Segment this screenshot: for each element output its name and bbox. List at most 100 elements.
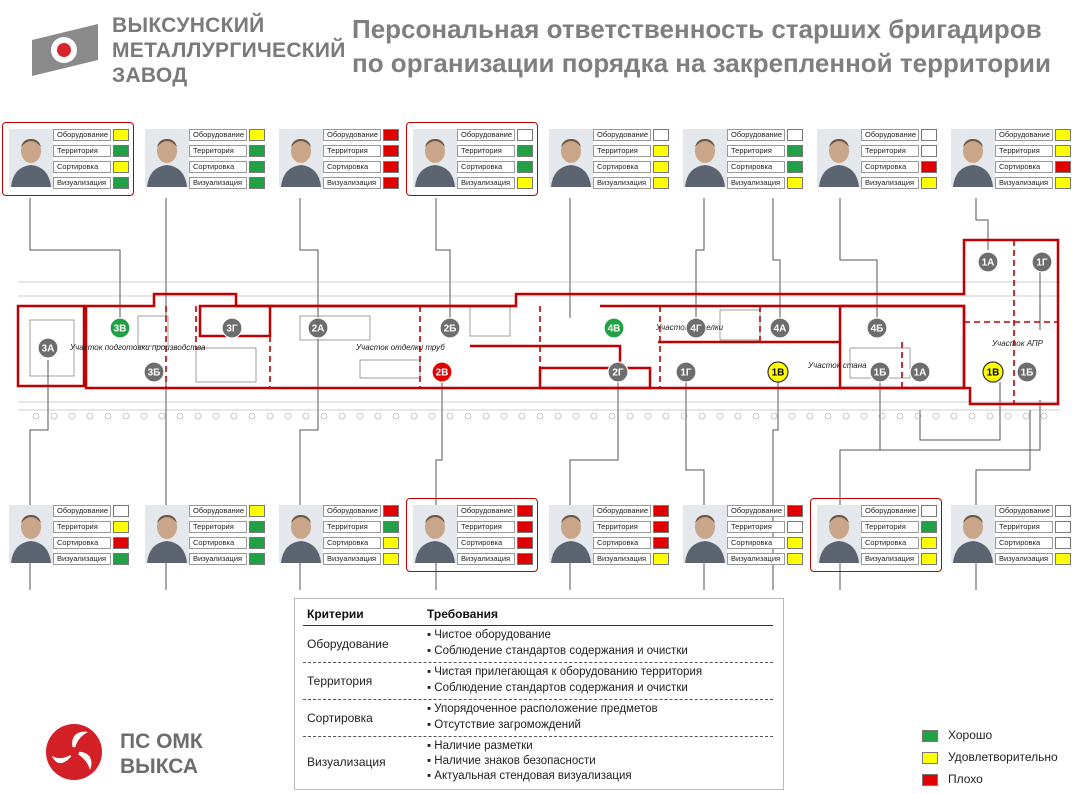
status-indicator <box>787 537 803 549</box>
foreman-photo <box>817 129 861 187</box>
criteria-table: Критерии Требования Оборудование ▪ Чисто… <box>294 598 784 790</box>
criterion-label: Визуализация <box>995 553 1053 565</box>
criterion-label: Визуализация <box>323 177 381 189</box>
table-row-sorting-req-1: ▪ Упорядоченное расположение предметов <box>427 703 658 715</box>
criterion-label: Оборудование <box>457 129 515 141</box>
criterion-label: Территория <box>861 521 919 533</box>
ps-omk-line-2: ВЫКСА <box>120 755 199 778</box>
criterion-label: Территория <box>727 145 785 157</box>
criterion-label: Сортировка <box>593 537 651 549</box>
status-indicator <box>383 145 399 157</box>
status-indicator <box>921 505 937 517</box>
criterion-label: Сортировка <box>323 161 381 173</box>
foreman-photo <box>145 129 189 187</box>
criterion-label: Территория <box>189 145 247 157</box>
criterion-label: Территория <box>995 145 1053 157</box>
table-header-rule <box>303 625 773 626</box>
zone-marker: 3В <box>109 317 131 339</box>
foreman-photo <box>145 505 189 563</box>
status-indicator <box>383 177 399 189</box>
person-photo-icon <box>951 505 995 563</box>
criterion-label: Территория <box>727 521 785 533</box>
status-indicator <box>113 161 129 173</box>
criterion-label: Визуализация <box>53 553 111 565</box>
zone-marker-label: 1Б <box>874 368 887 379</box>
status-indicator <box>517 161 533 173</box>
criterion-label: Сортировка <box>995 537 1053 549</box>
ps-omk-line-1: ПС ОМК <box>120 730 203 753</box>
status-indicator <box>653 505 669 517</box>
table-row-visualization-criterion: Визуализация <box>307 755 386 769</box>
criterion-label: Сортировка <box>727 161 785 173</box>
status-indicator <box>787 553 803 565</box>
foreman-photo <box>279 129 323 187</box>
criterion-label: Визуализация <box>727 553 785 565</box>
criterion-label: Визуализация <box>323 553 381 565</box>
foreman-photo <box>549 505 593 563</box>
criterion-label: Оборудование <box>189 505 247 517</box>
legend-label-bad: Плохо <box>948 772 983 786</box>
zone-marker-label: 2Б <box>444 324 457 335</box>
status-indicator <box>383 161 399 173</box>
zone-marker: 2Б <box>439 317 461 339</box>
person-photo-icon <box>817 505 861 563</box>
status-indicator <box>921 553 937 565</box>
criterion-label: Территория <box>861 145 919 157</box>
zone-marker-label: 1Б <box>1021 368 1034 379</box>
criterion-label: Сортировка <box>995 161 1053 173</box>
page-title: Персональная ответственность старших бри… <box>352 14 1051 78</box>
status-indicator <box>249 145 265 157</box>
criterion-label: Территория <box>53 521 111 533</box>
status-indicator <box>653 177 669 189</box>
person-photo-icon <box>549 505 593 563</box>
status-indicator <box>787 161 803 173</box>
zone-marker-label: 1В <box>772 368 785 379</box>
criterion-label: Оборудование <box>323 505 381 517</box>
grid-axis <box>18 281 1060 411</box>
company-name-line-3: ЗАВОД <box>112 64 188 87</box>
status-indicator <box>1055 177 1071 189</box>
legend-label-good: Хорошо <box>948 728 993 742</box>
criterion-label: Визуализация <box>995 177 1053 189</box>
criterion-label: Оборудование <box>593 129 651 141</box>
person-photo-icon <box>9 505 53 563</box>
status-indicator <box>383 521 399 533</box>
company-logo: ВЫКСУНСКИЙ МЕТАЛЛУРГИЧЕСКИЙ ЗАВОД <box>28 14 345 90</box>
zone-marker: 1Г <box>1031 251 1053 273</box>
criterion-label: Сортировка <box>323 537 381 549</box>
foreman-photo <box>9 505 53 563</box>
company-name-line-1: ВЫКСУНСКИЙ <box>112 14 265 37</box>
status-indicator <box>653 521 669 533</box>
status-indicator <box>787 129 803 141</box>
person-photo-icon <box>683 505 727 563</box>
status-indicator <box>1055 537 1071 549</box>
status-indicator <box>517 553 533 565</box>
criterion-label: Оборудование <box>53 129 111 141</box>
status-indicator <box>1055 161 1071 173</box>
table-row-sorting-criterion: Сортировка <box>307 711 373 725</box>
foreman-photo <box>413 129 457 187</box>
zone-marker: 3Г <box>221 317 243 339</box>
status-indicator <box>653 553 669 565</box>
status-indicator <box>1055 145 1071 157</box>
status-indicator <box>517 129 533 141</box>
status-indicator <box>653 161 669 173</box>
status-indicator <box>517 521 533 533</box>
zone-marker-label: 1А <box>982 258 995 269</box>
axis-ticks <box>32 412 1048 420</box>
criterion-label: Территория <box>457 145 515 157</box>
status-indicator <box>787 177 803 189</box>
criterion-label: Территория <box>593 145 651 157</box>
zone-marker: 4В <box>603 317 625 339</box>
status-indicator <box>653 537 669 549</box>
zone-marker: 3А <box>37 337 59 359</box>
table-row-equipment-req-1: ▪ Чистое оборудование <box>427 629 551 641</box>
criterion-label: Сортировка <box>861 537 919 549</box>
